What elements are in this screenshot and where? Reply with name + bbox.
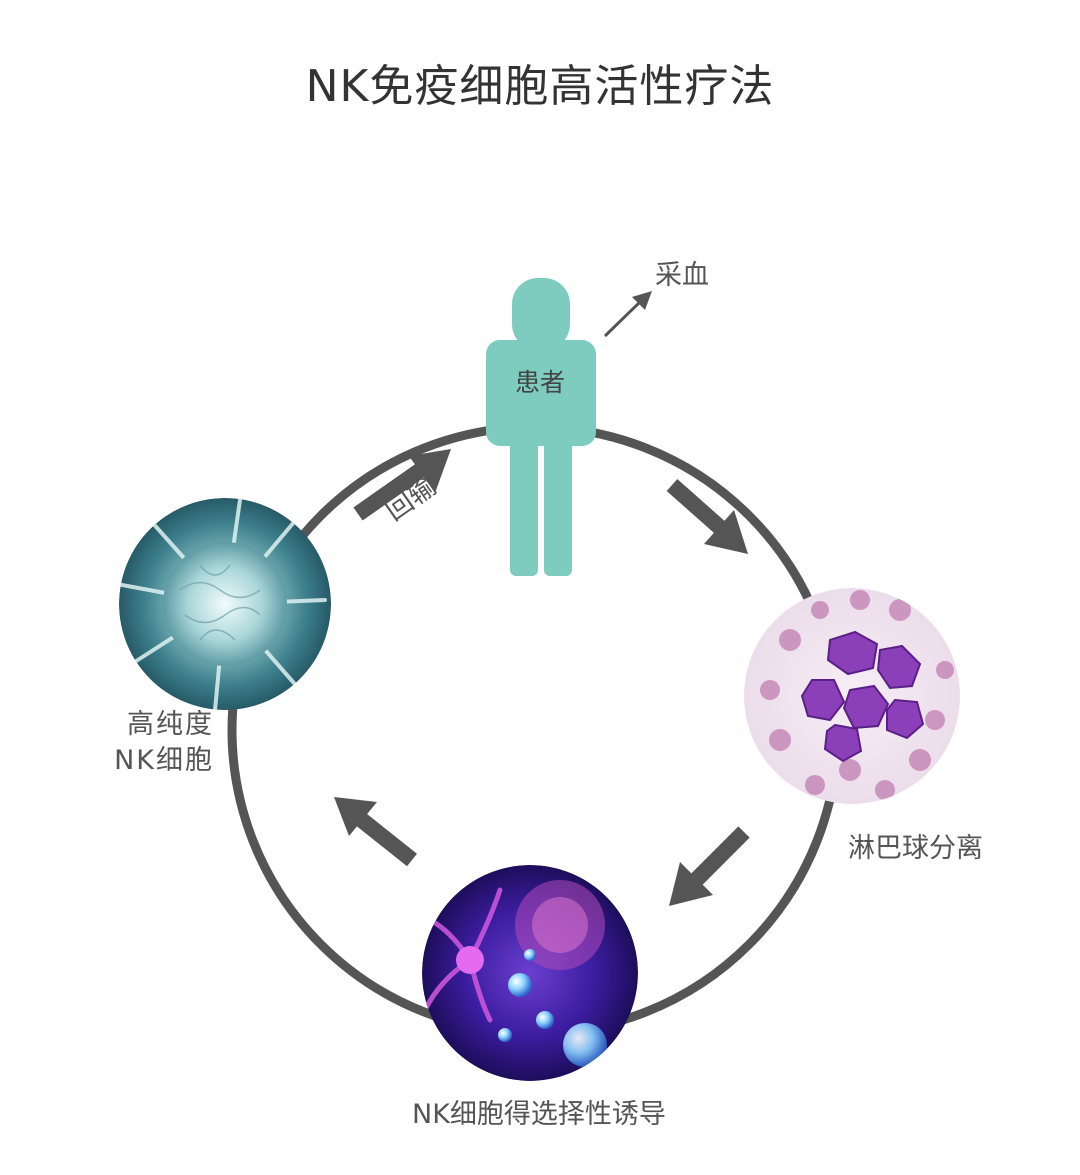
nk-cell-image: [119, 498, 331, 710]
nk-pure-label: 高纯度 NK细胞: [104, 707, 214, 779]
lymph-separation-label: 淋巴球分离: [848, 833, 983, 864]
nk-pure-label-line1: 高纯度: [127, 709, 214, 740]
arrow-return: [353, 449, 451, 521]
arrow-to-lymph: [666, 479, 748, 554]
page-title: NK免疫细胞高活性疗法: [305, 61, 775, 112]
lymphocyte-image: [744, 588, 960, 804]
arrow-to-induce: [669, 826, 750, 906]
blood-draw-arrow: [603, 291, 652, 338]
patient-label: 患者: [515, 368, 566, 397]
patient-figure: [486, 278, 596, 576]
nk-pure-label-line2: NK细胞: [114, 745, 214, 776]
arrow-to-nk-pure: [334, 797, 417, 867]
nk-induction-label: NK细胞得选择性诱导: [412, 1099, 666, 1130]
nk-induction-image: [422, 865, 638, 1081]
blood-draw-label: 采血: [655, 260, 709, 291]
